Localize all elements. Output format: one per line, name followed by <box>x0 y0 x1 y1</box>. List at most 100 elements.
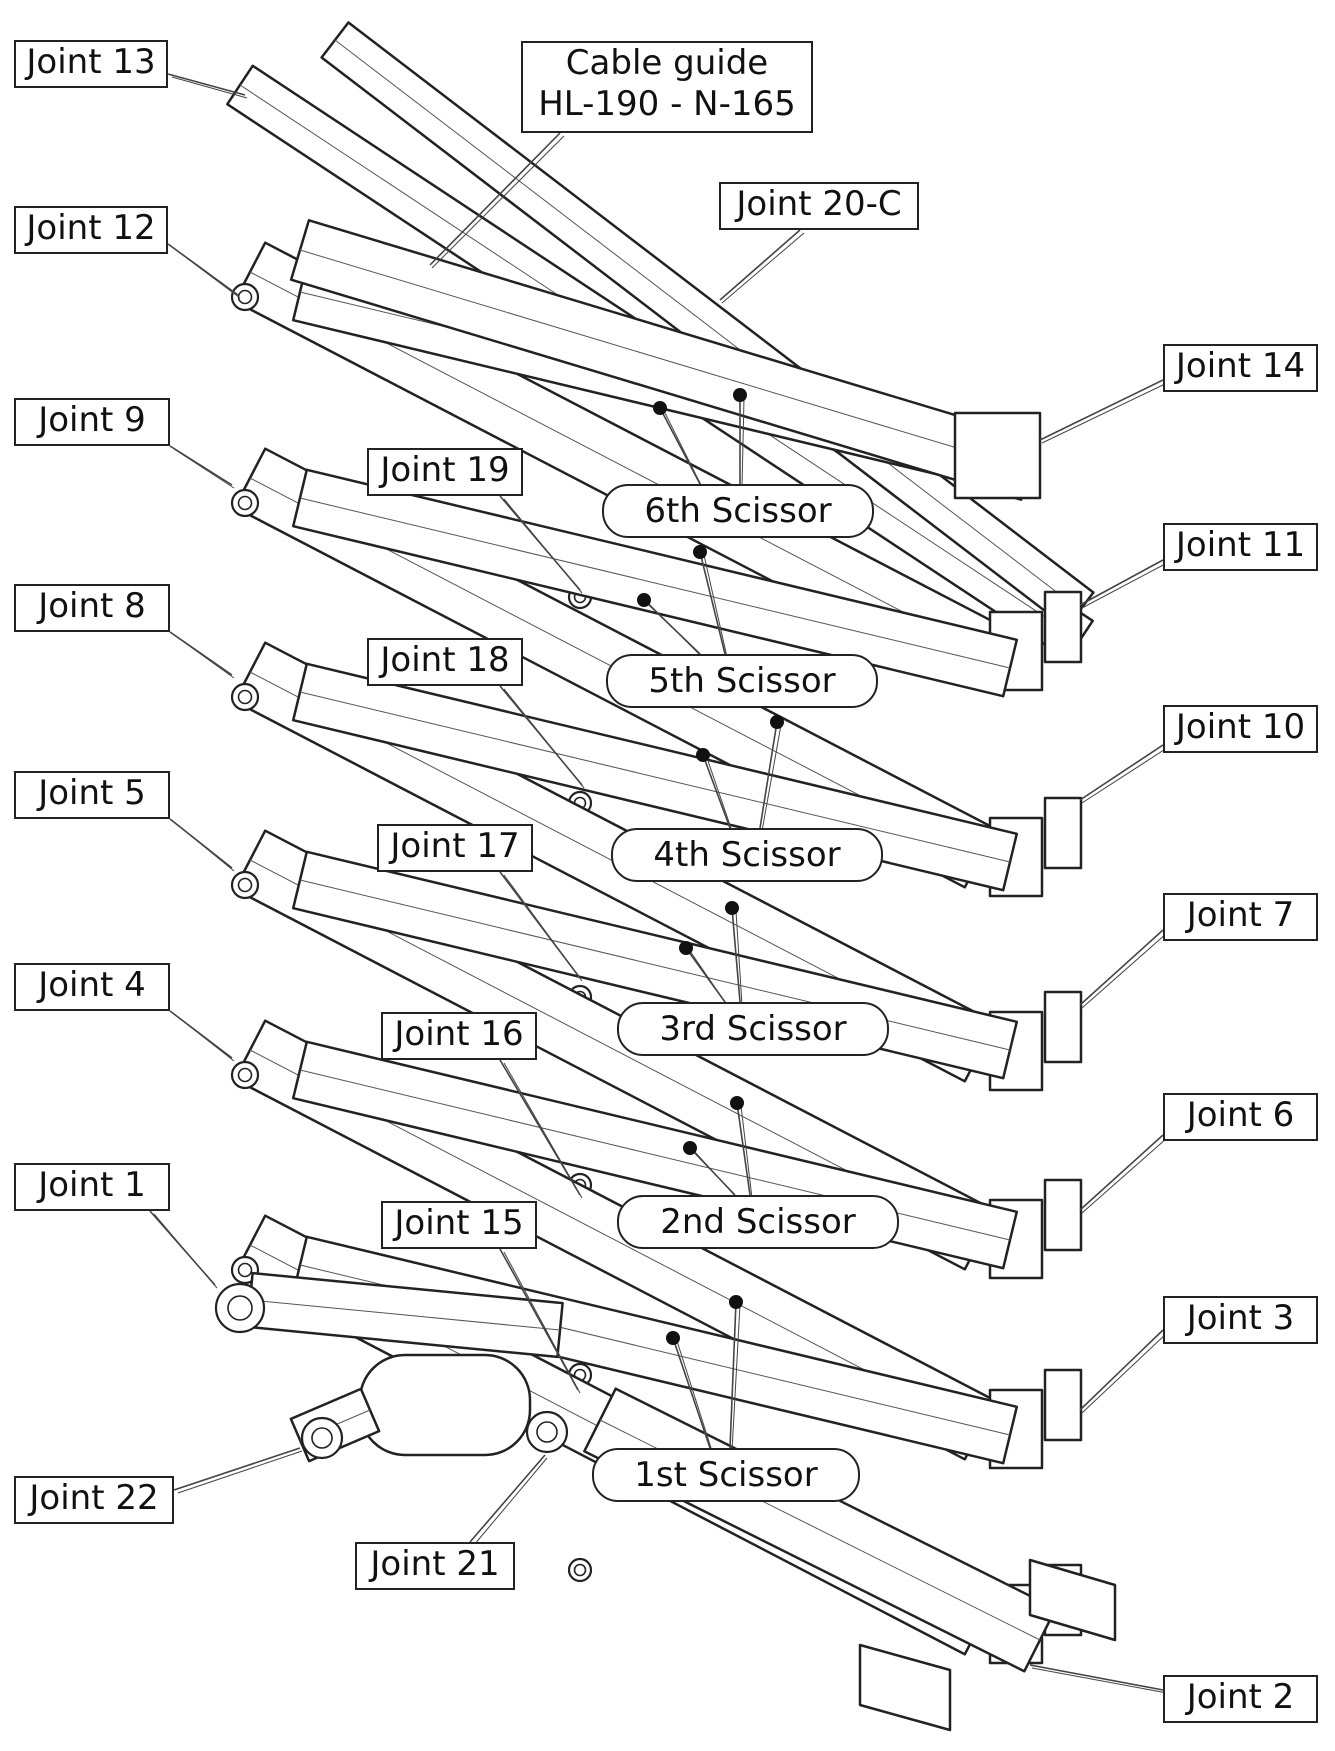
callout-joint-20c: Joint 20-C <box>719 182 919 230</box>
callout-joint-2: Joint 2 <box>1163 1675 1318 1723</box>
scissor-4-left-pin <box>230 682 260 712</box>
label-3rd-scissor: 3rd Scissor <box>617 1002 889 1056</box>
leader-joint-21-shadow <box>473 1457 548 1546</box>
dot-4-a <box>696 748 710 762</box>
dot-6-b <box>733 388 747 402</box>
leader-joint-19-shadow <box>503 498 583 594</box>
top-tube-edge <box>299 249 1031 471</box>
foot-left <box>858 1643 952 1732</box>
leader-lines <box>149 73 1168 1694</box>
dot-4-a-leader-shadow <box>706 757 733 832</box>
callout-joint-16: Joint 16 <box>381 1012 537 1060</box>
leader-joint-22-shadow <box>177 1450 303 1494</box>
callout-joint-3: Joint 3 <box>1163 1296 1318 1344</box>
scissor-2-end-cap <box>1043 1368 1083 1442</box>
callout-joint-10: Joint 10 <box>1163 705 1318 753</box>
callout-joint-21: Joint 21 <box>355 1542 515 1590</box>
dot-3-a <box>679 941 693 955</box>
leader-joint-9 <box>169 445 233 486</box>
dot-4-b-leader <box>759 721 778 829</box>
callout-joint-15: Joint 15 <box>381 1201 537 1249</box>
leader-joint-11 <box>1079 559 1164 606</box>
callout-joint-11: Joint 11 <box>1163 523 1318 571</box>
dot-1-b <box>729 1295 743 1309</box>
dot-2-b-leader-shadow <box>740 1105 753 1199</box>
scissor-4-left-pin-inner <box>237 689 253 705</box>
leader-joint-14 <box>1039 379 1164 441</box>
dot-5-a <box>693 545 707 559</box>
leader-joint-2 <box>1029 1664 1164 1691</box>
dot-2-b-leader <box>736 1102 751 1196</box>
dot-5-a-leader <box>699 551 726 655</box>
dot-6-a-leader-shadow <box>663 410 703 488</box>
callout-joint-4: Joint 4 <box>14 963 170 1011</box>
callout-joint-12: Joint 12 <box>14 206 168 254</box>
dot-1-a-leader-shadow <box>676 1340 713 1452</box>
scissor-1-mid-pin-inner <box>573 1563 587 1577</box>
dot-5-b-leader-shadow <box>647 602 703 658</box>
leader-joint-8-shadow <box>173 634 235 679</box>
callout-joint-1: Joint 1 <box>14 1163 170 1211</box>
callout-joint-18: Joint 18 <box>367 638 523 686</box>
leader-joint-5-shadow <box>173 821 235 872</box>
callout-joint-5: Joint 5 <box>14 771 170 819</box>
leader-joint-11-shadow <box>1081 562 1168 609</box>
joint-21-pin-inner <box>536 1421 558 1443</box>
leader-joint-17-shadow <box>503 874 583 982</box>
foot-right <box>1028 1558 1117 1642</box>
leader-joint-18-shadow <box>503 688 585 789</box>
dot-1-a <box>666 1331 680 1345</box>
callout-joint-8: Joint 8 <box>14 584 170 632</box>
callout-joint-22: Joint 22 <box>14 1476 174 1524</box>
dot-3-a-leader-shadow <box>689 950 728 1006</box>
dot-5-b <box>637 593 651 607</box>
joint-22-pin <box>300 1416 344 1460</box>
leader-joint-15-shadow <box>503 1251 581 1394</box>
leader-joint-7 <box>1079 929 1164 1006</box>
joint-1-pin-inner <box>227 1295 253 1321</box>
leader-joint-20c <box>719 229 801 301</box>
label-5th-scissor: 5th Scissor <box>606 654 878 708</box>
dot-4-b <box>770 715 784 729</box>
leader-joint-1-shadow <box>153 1213 218 1289</box>
label-4th-scissor: 4th Scissor <box>611 828 883 882</box>
leader-joint-16 <box>499 1059 581 1196</box>
dot-6-a <box>653 401 667 415</box>
scissor-4-end-cap <box>1043 990 1083 1064</box>
leader-joint-4-shadow <box>173 1013 235 1062</box>
dot-1-b-leader <box>729 1301 737 1449</box>
scissor-marker-dots <box>637 388 784 1345</box>
base-link-edge <box>249 1299 561 1331</box>
leader-joint-6-shadow <box>1081 1137 1168 1214</box>
dot-1-b-leader-shadow <box>731 1304 741 1452</box>
scissor-5-left-pin <box>230 488 260 518</box>
dot-5-a-leader-shadow <box>703 554 728 658</box>
label-1st-scissor: 1st Scissor <box>592 1448 860 1502</box>
joint-1-pin <box>214 1282 266 1334</box>
dot-3-b <box>725 901 739 915</box>
dot-4-b-leader-shadow <box>761 724 782 832</box>
scissor-5-left-pin-inner <box>237 495 253 511</box>
callout-joint-17: Joint 17 <box>377 824 533 872</box>
scissor-6-end-cap <box>1043 590 1083 664</box>
dot-2-a-leader-shadow <box>693 1150 738 1199</box>
callout-joint-7: Joint 7 <box>1163 893 1318 941</box>
leader-joint-10 <box>1079 744 1164 801</box>
leader-joint-10-shadow <box>1081 747 1168 804</box>
callout-joint-14: Joint 14 <box>1163 344 1318 392</box>
leader-joint-7-shadow <box>1081 932 1168 1009</box>
callout-joint-6: Joint 6 <box>1163 1093 1318 1141</box>
label-6th-scissor: 6th Scissor <box>602 484 874 538</box>
scissor-1-mid-pin <box>567 1557 593 1583</box>
top-arm-b-edge <box>334 39 1081 611</box>
top-tube-end <box>953 411 1042 500</box>
scissor-3-end-cap <box>1043 1178 1083 1252</box>
leader-joint-6 <box>1079 1134 1164 1211</box>
scissor-2-left-pin <box>230 1060 260 1090</box>
scissor-6-left-pin <box>230 282 260 312</box>
leader-cable-guide <box>429 132 561 266</box>
joint-22-pin-inner <box>311 1427 333 1449</box>
leader-joint-20c-shadow <box>721 232 805 304</box>
scissor-3-left-pin <box>230 870 260 900</box>
